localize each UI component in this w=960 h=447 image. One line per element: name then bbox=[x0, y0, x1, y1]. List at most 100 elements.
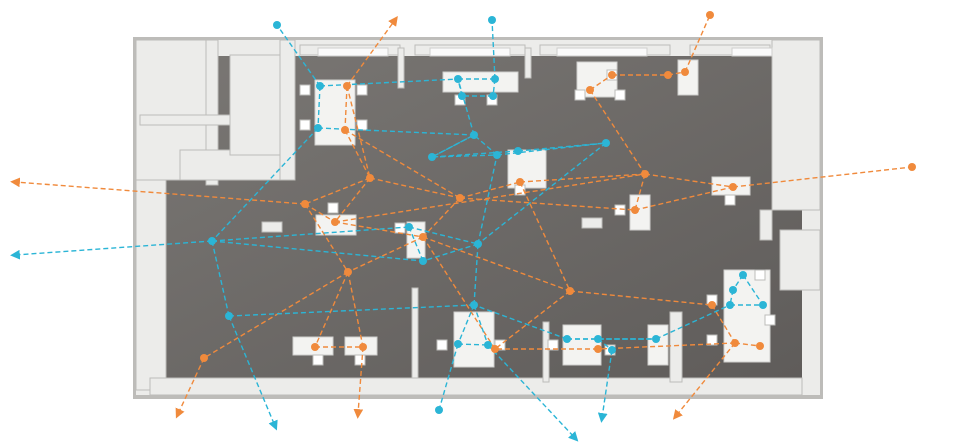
orange-network-node bbox=[586, 86, 594, 94]
orange-network-node bbox=[200, 354, 208, 362]
blue-network-edge bbox=[211, 240, 424, 262]
chair bbox=[299, 119, 311, 131]
desk bbox=[314, 79, 356, 146]
orange-network-node bbox=[301, 200, 309, 208]
blue-network-node bbox=[514, 147, 522, 155]
orange-network-edge bbox=[597, 342, 736, 350]
chair bbox=[764, 314, 776, 326]
blue-network-edge bbox=[317, 85, 321, 129]
blue-network-node bbox=[470, 301, 478, 309]
orange-network-edge bbox=[304, 203, 349, 273]
orange-network-edge bbox=[334, 177, 371, 223]
orange-inbound-edge bbox=[684, 14, 711, 73]
orange-network-edge bbox=[344, 129, 461, 199]
wall bbox=[135, 179, 167, 391]
orange-network-edge bbox=[334, 173, 646, 223]
orange-network-edge bbox=[459, 197, 636, 211]
chair bbox=[312, 354, 324, 366]
blue-outbound-arrow bbox=[10, 240, 213, 260]
blue-network-edge bbox=[457, 78, 475, 136]
desk bbox=[629, 194, 651, 231]
blue-network-edge bbox=[211, 240, 230, 317]
orange-network-node bbox=[664, 71, 672, 79]
wall bbox=[205, 39, 219, 186]
blue-network-node bbox=[225, 312, 233, 320]
desk bbox=[442, 71, 519, 93]
orange-network-edge bbox=[589, 89, 646, 175]
orange-network-edge bbox=[422, 197, 461, 238]
blue-inbound-edge bbox=[438, 343, 459, 411]
blue-network-edge bbox=[457, 343, 489, 346]
wall bbox=[229, 54, 286, 156]
blue-outbound-arrow bbox=[597, 349, 613, 423]
orange-network-node bbox=[594, 345, 602, 353]
blue-network-node bbox=[419, 257, 427, 265]
chair bbox=[706, 334, 718, 346]
wall bbox=[779, 229, 821, 291]
wall bbox=[261, 221, 283, 233]
blue-network-edge bbox=[473, 304, 568, 340]
orange-network-edge bbox=[519, 181, 571, 292]
wall bbox=[542, 321, 550, 383]
blue-network-edge bbox=[319, 78, 459, 87]
blue-source-node bbox=[488, 16, 496, 24]
orange-outbound-arrow bbox=[175, 357, 205, 419]
orange-network-node bbox=[344, 268, 352, 276]
chair bbox=[327, 202, 339, 214]
orange-network-node bbox=[456, 194, 464, 202]
wall bbox=[581, 217, 603, 229]
blue-network-edge bbox=[408, 226, 479, 245]
orange-network-node bbox=[641, 170, 649, 178]
desk bbox=[647, 324, 669, 366]
window bbox=[731, 47, 773, 57]
chair bbox=[356, 84, 368, 96]
blue-network-edge bbox=[477, 142, 607, 245]
blue-network-edge bbox=[655, 304, 731, 340]
orange-network-edge bbox=[459, 181, 521, 199]
chair bbox=[754, 269, 766, 281]
orange-network-node bbox=[631, 206, 639, 214]
orange-network-node bbox=[516, 178, 524, 186]
orange-network-edge bbox=[344, 129, 371, 179]
architectural-model bbox=[133, 37, 823, 399]
network-nodes bbox=[200, 11, 916, 414]
blue-network-edge bbox=[211, 226, 410, 242]
orange-network-edge bbox=[519, 173, 646, 183]
blue-network-node bbox=[314, 124, 322, 132]
blue-network-node bbox=[454, 75, 462, 83]
orange-network-node bbox=[366, 174, 374, 182]
blue-network-node bbox=[208, 237, 216, 245]
orange-network-edge bbox=[422, 236, 571, 292]
blue-network-edge bbox=[422, 243, 479, 262]
orange-network-node bbox=[608, 71, 616, 79]
blue-network-edge bbox=[473, 304, 489, 346]
orange-outbound-arrow bbox=[353, 346, 364, 419]
orange-network-node bbox=[419, 233, 427, 241]
wall bbox=[149, 377, 803, 396]
blue-network-node bbox=[405, 223, 413, 231]
orange-network-edge bbox=[314, 271, 349, 348]
wall bbox=[771, 39, 821, 211]
chair bbox=[724, 194, 736, 206]
wall bbox=[279, 39, 296, 181]
chair bbox=[547, 339, 559, 351]
blue-outbound-arrow bbox=[228, 315, 278, 431]
network-edges bbox=[10, 14, 913, 442]
blue-network-edge bbox=[431, 150, 519, 158]
orange-network-node bbox=[311, 343, 319, 351]
blue-network-node bbox=[602, 139, 610, 147]
orange-network-node bbox=[359, 343, 367, 351]
blue-network-node bbox=[489, 92, 497, 100]
blue-network-node bbox=[493, 151, 501, 159]
desk bbox=[677, 59, 699, 96]
orange-network-edge bbox=[304, 177, 371, 205]
blue-source-node bbox=[273, 21, 281, 29]
blue-network-node bbox=[454, 340, 462, 348]
orange-network-node bbox=[343, 82, 351, 90]
blue-network-edge bbox=[408, 226, 424, 262]
orange-source-node bbox=[706, 11, 714, 19]
orange-network-edge bbox=[347, 236, 424, 273]
orange-network-edge bbox=[334, 221, 424, 238]
orange-network-edge bbox=[304, 203, 336, 223]
desk bbox=[562, 324, 602, 366]
